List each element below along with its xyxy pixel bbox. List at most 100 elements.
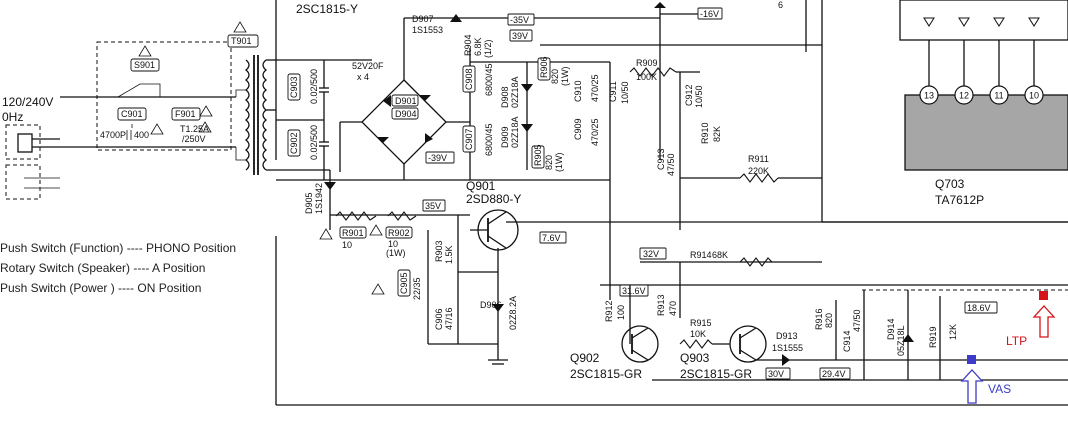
vas-marker <box>967 355 976 364</box>
switch-notes: Push Switch (Function) ---- PHONO Positi… <box>0 241 236 295</box>
rectifier-part: 52V20F <box>352 61 384 71</box>
amp-section: 32V R914 68K 31.6V R912 100 R913 470 Q90… <box>570 180 1068 381</box>
r909-value: 100K <box>636 72 657 82</box>
q901-section: Q901 2SD880-Y 35V 7.6V <box>330 179 1068 251</box>
d913-label: D913 <box>776 331 798 341</box>
r913-label: R913 <box>656 294 666 316</box>
ic-led-icon <box>993 17 1005 27</box>
c903-value: 0.02/500 <box>309 69 319 104</box>
r915-value: 10K <box>690 329 706 339</box>
c912-label: C912 <box>684 84 694 106</box>
c901-label: C901 <box>121 109 143 119</box>
r916-label: R916 <box>814 308 824 330</box>
r914-label: R914 <box>690 250 712 260</box>
q903-ref: Q903 <box>680 351 710 365</box>
rectifier-qty: x 4 <box>357 72 369 82</box>
d914-label: D914 <box>886 318 896 340</box>
r909-label: R909 <box>636 58 658 68</box>
top-transistor-label: 2SC1815-Y <box>296 2 358 16</box>
note-line-1: Push Switch (Function) ---- PHONO Positi… <box>0 241 236 255</box>
pin-6: 6 <box>778 0 783 10</box>
f901-value-2: T1.25A <box>180 124 209 134</box>
r903-label: R903 <box>434 240 444 262</box>
c902-label: C902 <box>289 132 299 154</box>
v-39: 39V <box>512 31 528 41</box>
r919-label: R919 <box>928 326 938 348</box>
v-30: 30V <box>768 369 784 379</box>
top-rail: D907 1S1553 R904 6.8K (1/2) -35V 39V -16… <box>403 0 822 160</box>
ic-pin-13 <box>919 85 939 105</box>
s901-label: S901 <box>134 60 155 70</box>
d908-label: D908 <box>500 86 510 108</box>
ic-pin-10 <box>1024 85 1044 105</box>
r906-power: (1W) <box>560 67 570 87</box>
v-neg16: -16V <box>700 9 719 19</box>
annotations: LTP VAS <box>960 291 1056 404</box>
r902-power: (1W) <box>386 248 406 258</box>
r904-value: 6.8K <box>473 37 483 56</box>
c909-value: 470/25 <box>590 118 600 146</box>
t901-label: T901 <box>231 36 252 46</box>
ic-led-icon <box>958 17 970 27</box>
c908-label: C908 <box>464 68 474 90</box>
ic-pin-11 <box>989 85 1009 105</box>
ltp-marker <box>1039 291 1048 300</box>
r910-value: 82K <box>712 126 722 142</box>
v-neg35: -35V <box>510 15 529 25</box>
ic-part: TA7612P <box>935 193 984 207</box>
c901-value: 4700P <box>100 130 126 140</box>
q901-ref: Q901 <box>466 179 496 193</box>
r906-value: 820 <box>550 69 560 84</box>
c914-label: C914 <box>842 330 852 352</box>
d913-part: 1S1555 <box>772 343 803 353</box>
r901-label: R901 <box>342 228 364 238</box>
bridge-rectifier: 52V20F x 4 D901 D904 <box>339 60 470 180</box>
c911-value: 10/50 <box>620 81 630 104</box>
c912-value: 10/50 <box>694 85 704 108</box>
c906-label: C906 <box>434 308 444 330</box>
f901-value-1: 400 <box>134 130 149 140</box>
v-35: 35V <box>425 201 441 211</box>
c910-value: 470/25 <box>590 74 600 102</box>
r912-label: R912 <box>604 300 614 322</box>
primary-switch-box: S901 C901 4700P 400 F901 T1.25A /250V <box>60 41 246 161</box>
d914-part: 05Z18L <box>896 325 906 356</box>
ic-pin-number: 13 <box>924 91 934 101</box>
v-31-6: 31.6V <box>622 286 646 296</box>
f901-value-3: /250V <box>182 134 206 144</box>
r904-value2: (1/2) <box>483 39 493 58</box>
r905-label: R905 <box>533 144 543 166</box>
c902-value: 0.02/500 <box>309 125 319 160</box>
c913-value: 47/50 <box>666 153 676 176</box>
ic-pin-number: 10 <box>1029 91 1039 101</box>
mains-voltage: 120/240V <box>2 95 53 109</box>
ic-led-icon <box>923 17 935 27</box>
c903-label: C903 <box>289 76 299 98</box>
d907-part: 1S1553 <box>412 25 443 35</box>
c907-value: 6800/45 <box>484 123 494 156</box>
d909-part: 02Z18A <box>510 116 520 148</box>
ltp-label: LTP <box>1006 334 1027 348</box>
r906-label: R906 <box>539 56 549 78</box>
transformer-t901: T901 <box>227 21 330 175</box>
v-18-6: 18.6V <box>967 303 991 313</box>
d906-label: D906 <box>480 300 502 310</box>
r905-value: 820 <box>544 155 554 170</box>
v-29-4: 29.4V <box>822 369 846 379</box>
r914-value: 68K <box>712 250 728 260</box>
regulator-section: D905 1S1942 R901 10 R902 10 (1W) R903 1.… <box>304 170 518 365</box>
r902-value: 10 <box>388 239 398 249</box>
r905-power: (1W) <box>554 153 564 173</box>
d901-label: D901 <box>395 96 417 106</box>
q902-part: 2SC1815-GR <box>570 367 642 381</box>
q903-part: 2SC1815-GR <box>680 367 752 381</box>
c913-label: C913 <box>656 148 666 170</box>
r904-label: R904 <box>463 34 473 56</box>
c908-value: 6800/45 <box>484 63 494 96</box>
r911-label: R911 <box>748 154 769 164</box>
c907-label: C907 <box>464 128 474 150</box>
c905-value: 22/35 <box>412 277 422 300</box>
r913-value: 470 <box>668 301 678 316</box>
